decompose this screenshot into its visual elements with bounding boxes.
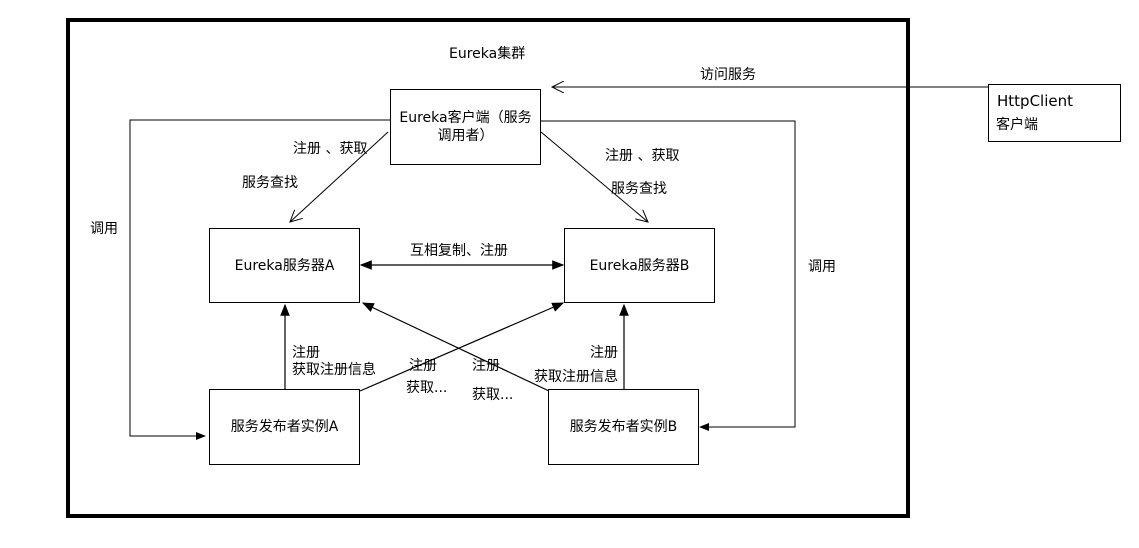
eureka-server-a-label: Eureka服务器A (234, 257, 335, 274)
left-service-lookup-label: 服务查找 (242, 175, 298, 191)
publisher-a-fetch-info-label: 获取注册信息 (292, 362, 376, 378)
left-call-label: 调用 (90, 221, 118, 237)
left-register-fetch-label: 注册 、获取 (293, 141, 368, 157)
eureka-client-label: Eureka客户端（服务调用者） (399, 110, 532, 144)
left-call-line (129, 119, 390, 440)
publisher-a-label: 服务发布者实例A (230, 419, 339, 435)
client-to-server-a-line (290, 131, 389, 222)
http-client-label: HttpClient (997, 92, 1073, 110)
right-call-line (541, 120, 796, 431)
right-call-label: 调用 (808, 259, 836, 275)
cluster-title: Eureka集群 (449, 46, 526, 62)
publisher-b-to-server-a-line (361, 302, 550, 392)
eureka-server-b-node: Eureka服务器B (564, 228, 715, 303)
eureka-server-a-node: Eureka服务器A (209, 228, 360, 303)
b-to-a-fetch-label: 获取... (472, 387, 514, 403)
eureka-cluster-frame (66, 18, 910, 518)
http-client-sublabel: 客户端 (996, 117, 1038, 133)
visit-service-label: 访问服务 (700, 67, 756, 83)
publisher-b-label: 服务发布者实例B (569, 419, 678, 435)
publisher-b-register-label: 注册 (590, 345, 618, 361)
http-client-node: HttpClient 客户端 (988, 84, 1121, 142)
a-to-b-register-label: 注册 (409, 358, 437, 374)
a-to-b-fetch-label: 获取... (406, 380, 448, 396)
publisher-b-node: 服务发布者实例B (548, 389, 699, 465)
publisher-a-register-label: 注册 (292, 345, 320, 361)
eureka-client-node: Eureka客户端（服务调用者） (390, 89, 541, 165)
right-service-lookup-label: 服务查找 (611, 181, 667, 197)
b-to-a-register-label: 注册 (472, 358, 500, 374)
publisher-a-node: 服务发布者实例A (209, 389, 360, 465)
publisher-a-to-server-b-line (359, 302, 565, 392)
publisher-b-fetch-info-label: 获取注册信息 (534, 369, 618, 385)
client-to-server-b-line (540, 131, 648, 222)
right-register-fetch-label: 注册 、获取 (605, 148, 680, 164)
mutual-replication-label: 互相复制、注册 (410, 243, 508, 259)
eureka-server-b-label: Eureka服务器B (589, 257, 690, 274)
